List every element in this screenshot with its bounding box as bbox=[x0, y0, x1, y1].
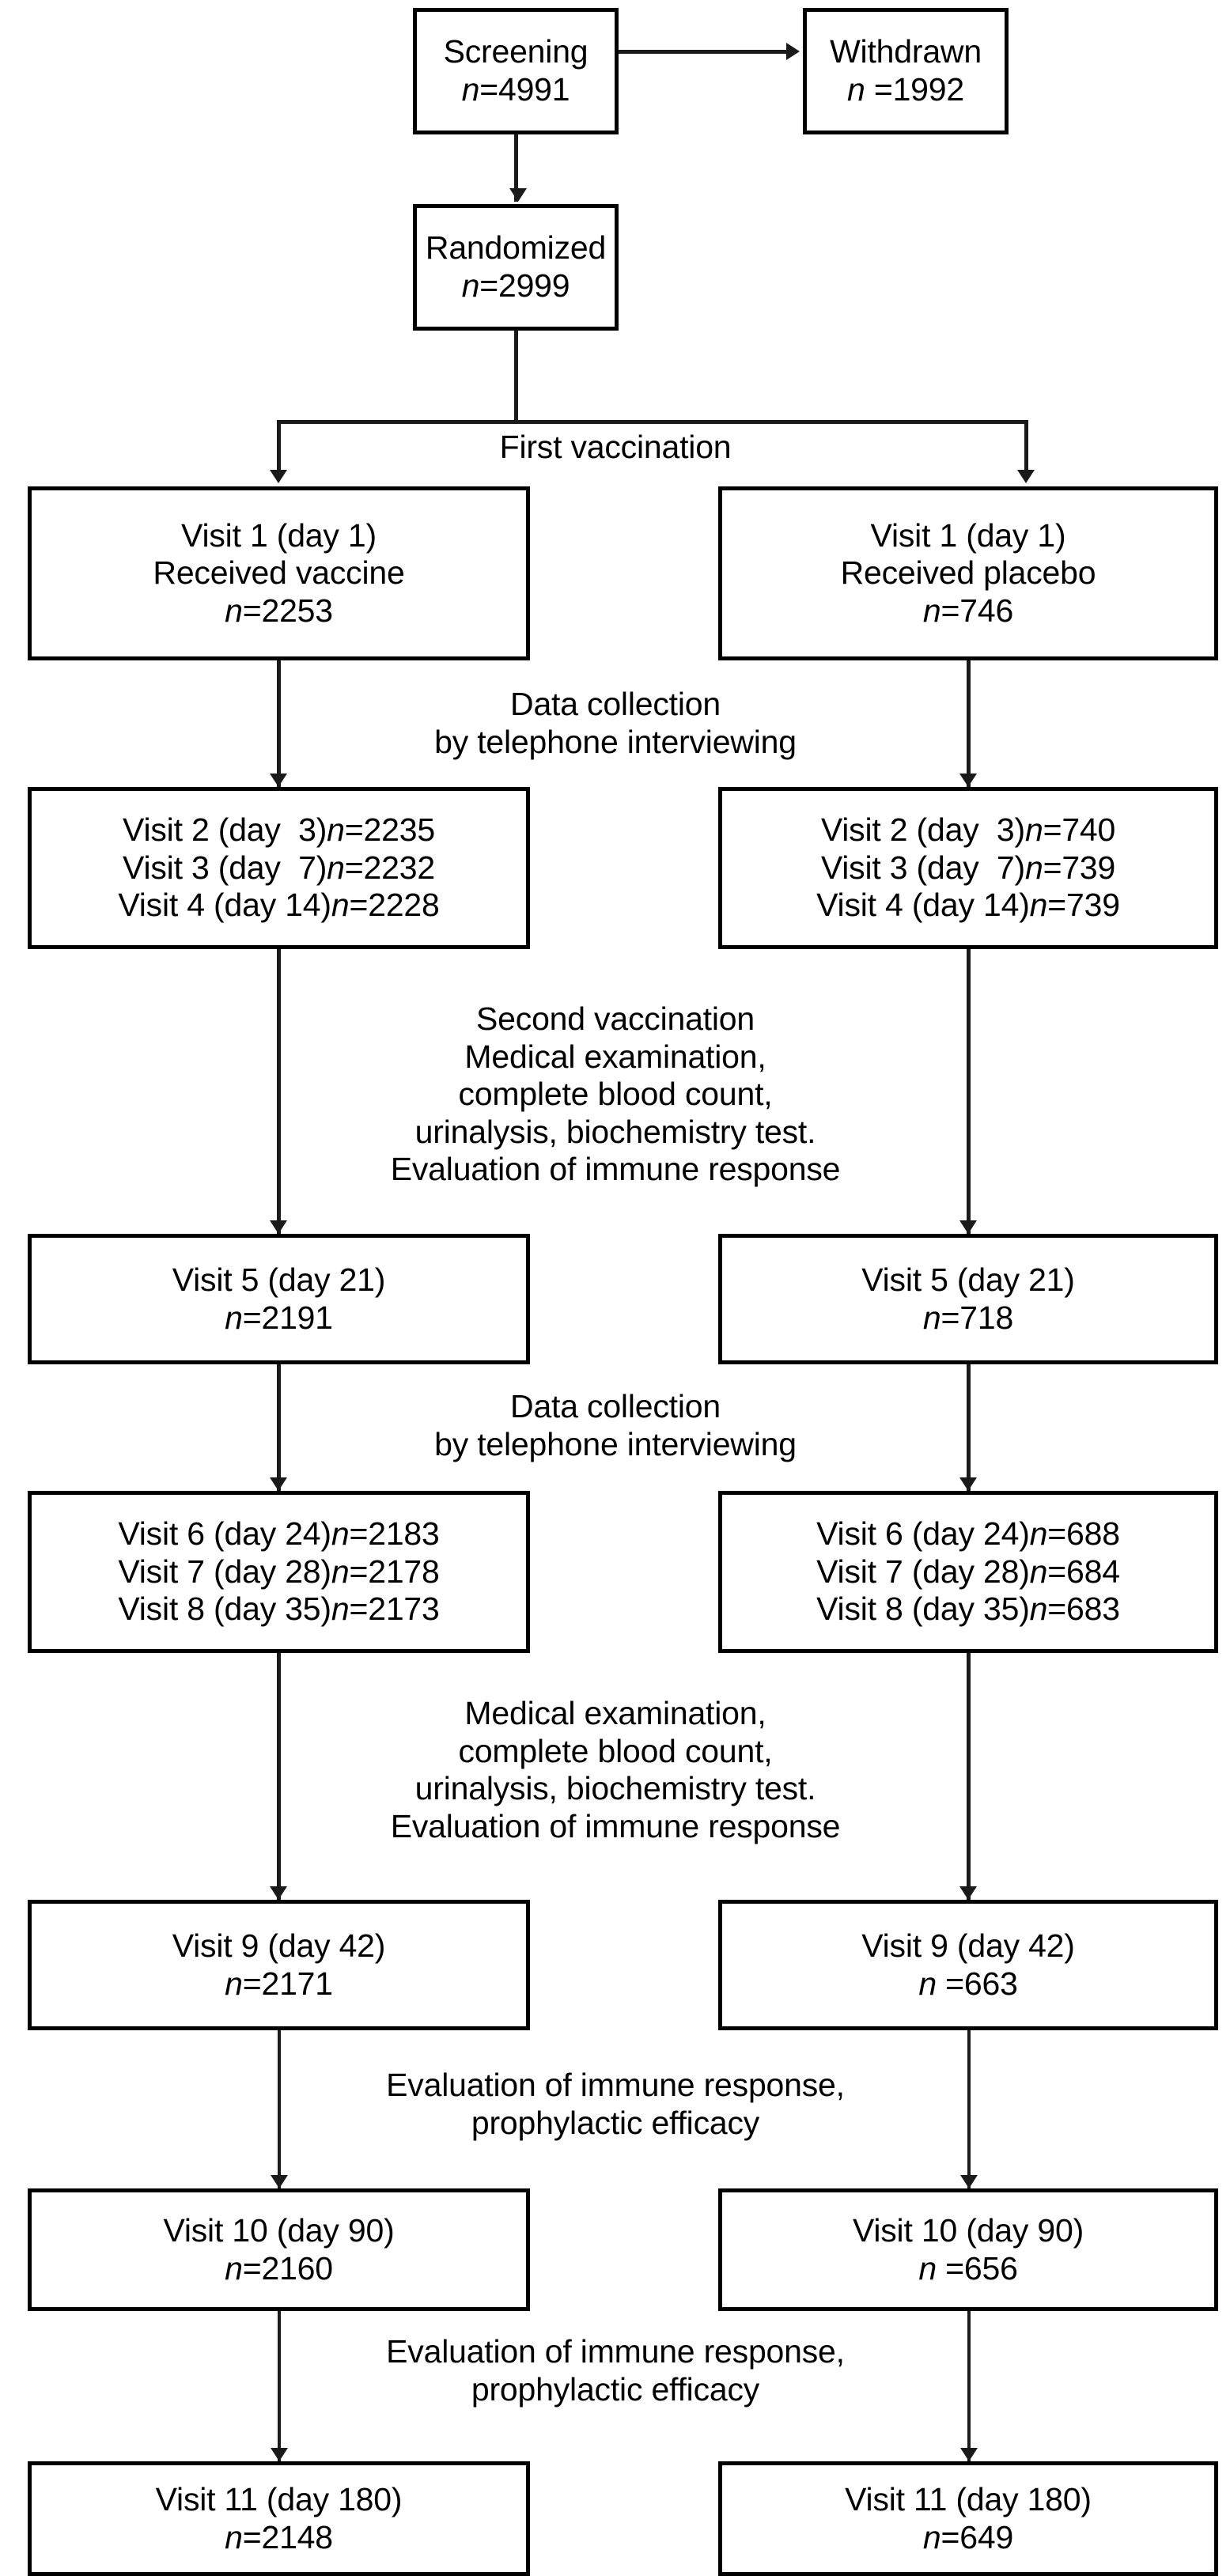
table-row: Visit 7 (day 28)n=684 bbox=[816, 1553, 1120, 1590]
node-visits-234-vaccine: Visit 2 (day 3)n=2235 Visit 3 (day 7)n=2… bbox=[28, 787, 530, 949]
node-visit1-placebo-title: Visit 1 (day 1) bbox=[870, 516, 1066, 554]
arrow-v678-placebo-down bbox=[959, 1886, 977, 1900]
connector-screening-to-withdrawn bbox=[619, 50, 786, 54]
caption-evaluation-1: Evaluation of immune response, prophylac… bbox=[315, 2067, 916, 2143]
connector-v234-vaccine-down bbox=[277, 949, 281, 1234]
node-visit9-placebo: Visit 9 (day 42) n =663 bbox=[718, 1900, 1218, 2030]
arrow-visit1-placebo-down bbox=[959, 774, 977, 787]
table-row: Visit 6 (day 24)n=688 bbox=[816, 1515, 1120, 1553]
node-visit9-placebo-title: Visit 9 (day 42) bbox=[861, 1927, 1075, 1964]
node-screening: Screening n=4991 bbox=[413, 8, 619, 134]
connector-v234-placebo-down bbox=[967, 949, 971, 1234]
node-visit1-placebo-count: n=746 bbox=[922, 592, 1014, 629]
node-visit1-placebo: Visit 1 (day 1) Received placebo n=746 bbox=[718, 486, 1218, 660]
node-withdrawn-title: Withdrawn bbox=[830, 33, 982, 70]
connector-visit1-placebo-down bbox=[967, 660, 971, 787]
connector-visit5-placebo-down bbox=[967, 1364, 971, 1491]
arrow-screening-to-randomized bbox=[509, 188, 527, 202]
node-visit1-vaccine-title: Visit 1 (day 1) bbox=[181, 516, 377, 554]
caption-medical-exam: Medical examination, complete blood coun… bbox=[331, 1695, 900, 1846]
connector-visit9-vaccine-down bbox=[278, 2030, 281, 2188]
node-screening-count: n=4991 bbox=[461, 71, 570, 108]
arrow-visit5-vaccine-down bbox=[270, 1477, 287, 1491]
node-visit1-vaccine-subtitle: Received vaccine bbox=[153, 554, 405, 592]
node-visit10-vaccine-count: n=2160 bbox=[225, 2249, 333, 2287]
node-visit1-vaccine: Visit 1 (day 1) Received vaccine n=2253 bbox=[28, 486, 530, 660]
table-row: Visit 4 (day 14)n=739 bbox=[816, 887, 1120, 924]
table-row: Visit 3 (day 7)n=2232 bbox=[123, 849, 435, 886]
table-row: Visit 2 (day 3)n=2235 bbox=[123, 811, 435, 849]
node-visit11-placebo-title: Visit 11 (day 180) bbox=[845, 2480, 1092, 2517]
connector-visit10-vaccine-down bbox=[278, 2311, 281, 2461]
node-visit9-vaccine-title: Visit 9 (day 42) bbox=[172, 1927, 386, 1964]
node-visit5-placebo: Visit 5 (day 21) n=718 bbox=[718, 1234, 1218, 1364]
node-visit9-vaccine: Visit 9 (day 42) n=2171 bbox=[28, 1900, 530, 2030]
connector-split-right-first-vaccination bbox=[1024, 420, 1028, 479]
caption-second-vaccination: Second vaccination Medical examination, … bbox=[331, 1001, 900, 1189]
connector-visit9-placebo-down bbox=[967, 2030, 971, 2188]
table-row: Visit 7 (day 28)n=2178 bbox=[118, 1553, 440, 1590]
node-randomized: Randomized n=2999 bbox=[413, 204, 619, 331]
connector-v678-placebo-down bbox=[967, 1653, 971, 1900]
table-row: Visit 6 (day 24)n=2183 bbox=[118, 1515, 440, 1553]
caption-first-vaccination: First vaccination bbox=[378, 429, 853, 467]
arrow-visit10-placebo-down bbox=[960, 2448, 978, 2461]
node-visit9-vaccine-count: n=2171 bbox=[225, 1965, 333, 2002]
node-visit1-placebo-subtitle: Received placebo bbox=[840, 554, 1096, 592]
arrow-visit9-placebo-down bbox=[960, 2175, 978, 2188]
connector-v678-vaccine-down bbox=[277, 1653, 281, 1900]
arrow-visit5-placebo-down bbox=[959, 1477, 977, 1491]
table-row: Visit 4 (day 14)n=2228 bbox=[118, 887, 440, 924]
caption-data-collection-1: Data collection by telephone interviewin… bbox=[378, 686, 853, 762]
node-visit10-placebo-title: Visit 10 (day 90) bbox=[852, 2211, 1084, 2249]
arrow-visit9-vaccine-down bbox=[271, 2175, 288, 2188]
arrow-visit1-vaccine-down bbox=[270, 774, 287, 787]
arrow-v234-placebo-down bbox=[959, 1220, 977, 1234]
node-visit10-vaccine: Visit 10 (day 90) n=2160 bbox=[28, 2188, 530, 2311]
table-row: Visit 2 (day 3)n=740 bbox=[820, 811, 1116, 849]
node-visits-678-placebo: Visit 6 (day 24)n=688 Visit 7 (day 28)n=… bbox=[718, 1491, 1218, 1653]
node-visit1-vaccine-count: n=2253 bbox=[225, 592, 333, 629]
caption-evaluation-2: Evaluation of immune response, prophylac… bbox=[315, 2333, 916, 2409]
node-visit11-placebo-count: n=649 bbox=[922, 2518, 1014, 2555]
node-withdrawn: Withdrawn n =1992 bbox=[803, 8, 1009, 134]
node-visit5-vaccine-count: n=2191 bbox=[225, 1299, 333, 1336]
arrow-v678-vaccine-down bbox=[270, 1886, 287, 1900]
arrow-first-vaccination-right bbox=[1017, 470, 1035, 483]
connector-visit1-vaccine-down bbox=[277, 660, 281, 787]
arrow-v234-vaccine-down bbox=[270, 1220, 287, 1234]
node-visit11-vaccine-title: Visit 11 (day 180) bbox=[155, 2480, 403, 2517]
node-visits-678-vaccine: Visit 6 (day 24)n=2183 Visit 7 (day 28)n… bbox=[28, 1491, 530, 1653]
connector-split-bar-first-vaccination bbox=[277, 420, 1028, 424]
node-visit10-placebo-count: n =656 bbox=[918, 2249, 1018, 2287]
node-screening-title: Screening bbox=[443, 33, 589, 70]
arrow-first-vaccination-left bbox=[270, 470, 287, 483]
table-row: Visit 8 (day 35)n=683 bbox=[816, 1591, 1120, 1628]
node-withdrawn-count: n =1992 bbox=[847, 71, 964, 108]
connector-randomized-down bbox=[514, 331, 518, 424]
arrow-visit10-vaccine-down bbox=[271, 2448, 288, 2461]
node-visits-234-placebo: Visit 2 (day 3)n=740 Visit 3 (day 7)n=73… bbox=[718, 787, 1218, 949]
caption-data-collection-2: Data collection by telephone interviewin… bbox=[378, 1388, 853, 1464]
node-visit5-vaccine: Visit 5 (day 21) n=2191 bbox=[28, 1234, 530, 1364]
node-visit10-placebo: Visit 10 (day 90) n =656 bbox=[718, 2188, 1218, 2311]
arrow-screening-to-withdrawn bbox=[786, 43, 800, 60]
node-randomized-title: Randomized bbox=[425, 229, 607, 267]
table-row: Visit 8 (day 35)n=2173 bbox=[118, 1591, 440, 1628]
node-visit5-placebo-count: n=718 bbox=[922, 1299, 1014, 1336]
node-visit11-placebo: Visit 11 (day 180) n=649 bbox=[718, 2461, 1218, 2576]
connector-visit10-placebo-down bbox=[967, 2311, 971, 2461]
node-visit11-vaccine-count: n=2148 bbox=[225, 2518, 333, 2555]
node-visit10-vaccine-title: Visit 10 (day 90) bbox=[163, 2211, 395, 2249]
connector-visit5-vaccine-down bbox=[277, 1364, 281, 1491]
table-row: Visit 3 (day 7)n=739 bbox=[820, 849, 1116, 886]
node-visit5-vaccine-title: Visit 5 (day 21) bbox=[172, 1261, 386, 1298]
node-visit11-vaccine: Visit 11 (day 180) n=2148 bbox=[28, 2461, 530, 2576]
connector-split-left-first-vaccination bbox=[277, 420, 281, 479]
connector-screening-to-randomized bbox=[514, 134, 518, 202]
node-randomized-count: n=2999 bbox=[461, 267, 570, 304]
node-visit9-placebo-count: n =663 bbox=[918, 1965, 1018, 2002]
node-visit5-placebo-title: Visit 5 (day 21) bbox=[861, 1261, 1075, 1298]
